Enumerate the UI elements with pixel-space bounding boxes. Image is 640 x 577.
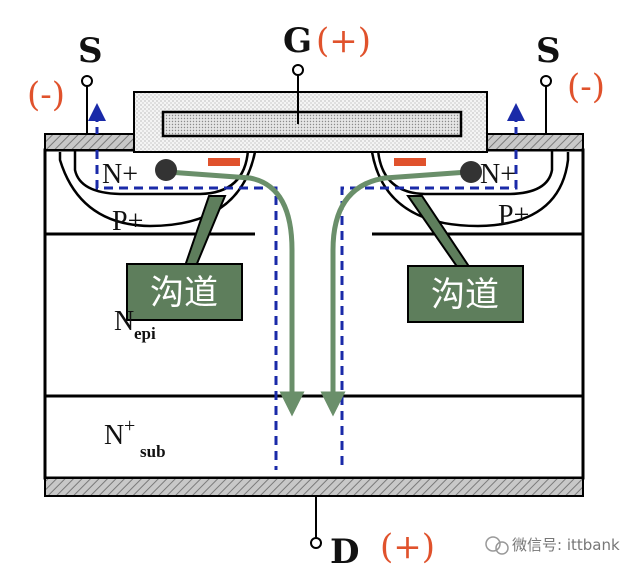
p-well-left: [58, 151, 257, 228]
source-metal-left: [44, 133, 136, 151]
electron-flow-arrow-right: [320, 169, 469, 417]
source-metal-right: [486, 133, 584, 151]
drain-terminal-pin: [310, 537, 322, 549]
drain-label: D: [330, 532, 359, 572]
channel-label-left: 沟道: [150, 273, 218, 313]
drain-polarity: (+): [380, 527, 435, 567]
electron-dot-left: [155, 159, 177, 181]
gate-label: G: [283, 21, 312, 61]
channel-bar-left: [208, 158, 240, 166]
source-left-label: S: [78, 31, 103, 71]
n-plus-well-right: [376, 149, 554, 196]
source-left-polarity: (-): [27, 75, 65, 115]
watermark: 微信号: ittbank: [485, 536, 620, 555]
drain-metal: [44, 477, 584, 497]
n-epi-label: N: [114, 306, 134, 337]
n-sub-label: N: [104, 420, 124, 451]
n-plus-right-label: N+: [480, 159, 516, 190]
channel-callout-right: 沟道: [406, 195, 524, 323]
n-epi-subscript: epi: [134, 324, 156, 343]
gate-polarity: (+): [316, 21, 371, 61]
n-plus-well-left: [73, 149, 250, 196]
electron-flow-arrow-left: [167, 169, 305, 417]
gate-electrode: [161, 110, 463, 138]
channel-bar-right: [394, 158, 426, 166]
source-right-terminal-pin: [540, 75, 552, 87]
n-plus-left-label: N+: [102, 159, 138, 190]
n-sub-superscript: +: [124, 415, 135, 437]
current-path-right-dashed: [340, 150, 518, 470]
p-plus-left-label: P+: [112, 206, 143, 237]
source-left-terminal-pin: [81, 75, 93, 87]
source-right-label: S: [536, 31, 561, 71]
gate-terminal-pin: [292, 64, 304, 76]
channel-label-right: 沟道: [431, 275, 499, 315]
current-path-left-dashed: [95, 150, 278, 470]
p-well-right: [370, 151, 570, 228]
watermark-text: 微信号: ittbank: [512, 536, 620, 554]
channel-callout-left: 沟道: [126, 195, 243, 321]
electron-dot-right: [460, 161, 482, 183]
p-plus-right-label: P+: [498, 200, 529, 231]
source-right-polarity: (-): [567, 67, 605, 107]
n-sub-subscript: sub: [140, 442, 166, 461]
